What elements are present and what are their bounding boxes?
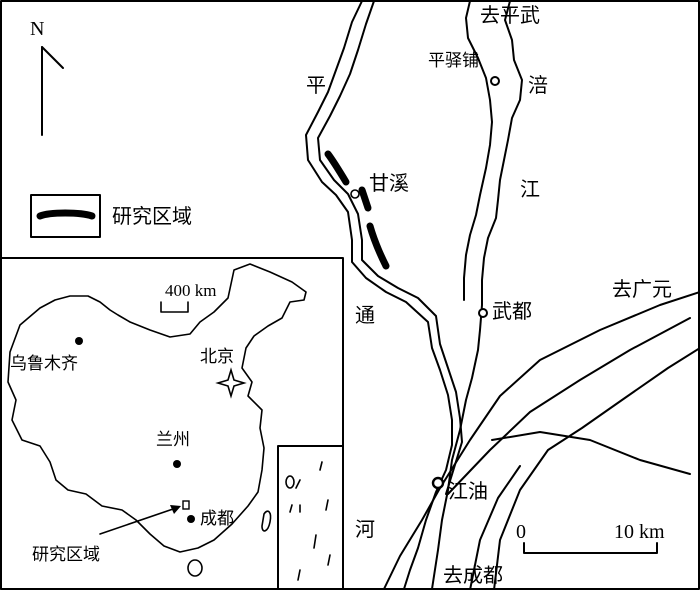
inset-arrow-line [99, 507, 177, 535]
chengdu-label: 成都 [200, 509, 234, 529]
north-arrow: N [30, 18, 64, 136]
road-to-chengdu [383, 487, 441, 590]
fujiang-label-1: 涪 [528, 73, 548, 97]
legend-study-area-label: 研究区域 [112, 204, 192, 228]
study-area-segment-2 [358, 186, 372, 212]
fujiang-west-bank [463, 0, 493, 301]
jiangyou-label: 江油 [448, 479, 488, 503]
pingtonghe-label-3: 河 [355, 517, 375, 541]
ganxi-label: 甘溪 [369, 171, 409, 195]
scale-zero-label: 0 [516, 521, 526, 543]
south-china-sea-inset [277, 445, 344, 590]
inset-study-area-marker [182, 500, 190, 510]
study-area-segment-3 [366, 222, 390, 270]
scs-inset-frame [277, 445, 344, 590]
main-scale-bar: 0 10 km [516, 521, 665, 554]
pingyipu-marker [490, 76, 500, 86]
legend-study-area-symbol [36, 209, 96, 220]
lanzhou-label: 兰州 [156, 430, 190, 450]
pingyipu-label: 平驿铺 [428, 51, 479, 71]
study-area [324, 150, 390, 270]
north-label: N [30, 18, 44, 40]
road-east-1 [491, 431, 691, 475]
inset-frame [0, 257, 344, 590]
road-to-guangyuan-2 [447, 317, 691, 495]
road-south-east [469, 465, 521, 590]
inset-study-area-label: 研究区域 [32, 545, 100, 565]
fujiang-east-bank [431, 0, 523, 590]
legend-box [30, 194, 101, 238]
road-east-2 [493, 347, 700, 590]
inset-scale-tick [160, 301, 189, 313]
places: 去平武 平驿铺 甘溪 武都 去广元 江油 去成都 [350, 3, 672, 587]
inset-scale-label: 400 km [165, 281, 216, 300]
scs-dashed-boundary [289, 461, 331, 581]
lanzhou-dot [173, 460, 181, 468]
pingtonghe-label-1: 平 [306, 73, 326, 97]
pingtonghe-label-2: 通 [355, 303, 375, 327]
scale-bar-line [523, 542, 658, 554]
chengdu-dot [187, 515, 195, 523]
jiangyou-marker [431, 476, 445, 490]
river-labels: 涪 江 平 通 河 [306, 73, 548, 541]
scale-end-label: 10 km [614, 521, 665, 543]
legend: 研究区域 [30, 194, 192, 238]
taiwan-island [261, 510, 272, 532]
study-area-segment-1 [324, 150, 350, 186]
beijing-star-icon [215, 367, 247, 399]
inset-scale-bar: 400 km [160, 281, 216, 313]
wudu-marker [478, 308, 488, 318]
ganxi-marker [350, 189, 360, 199]
inset-arrow-head [170, 505, 181, 514]
urumqi-dot [75, 337, 83, 345]
wudu-label: 武都 [492, 299, 532, 323]
beijing-label: 北京 [200, 347, 234, 367]
urumqi-label: 乌鲁木齐 [10, 354, 78, 374]
scs-island-1 [285, 475, 295, 489]
to-chengdu-label: 去成都 [443, 563, 503, 587]
to-guangyuan-label: 去广元 [612, 277, 672, 301]
north-arrow-head [41, 46, 64, 69]
fujiang-label-2: 江 [520, 177, 540, 201]
hainan-island [187, 559, 203, 577]
to-pingwu-label: 去平武 [480, 3, 540, 27]
road-to-guangyuan-1 [439, 291, 700, 489]
inset-map: 400 km 乌鲁木齐 北京 兰州 成都 研究区域 [0, 257, 344, 590]
china-outline [7, 263, 307, 553]
pingtonghe-east-bank [317, 0, 463, 495]
